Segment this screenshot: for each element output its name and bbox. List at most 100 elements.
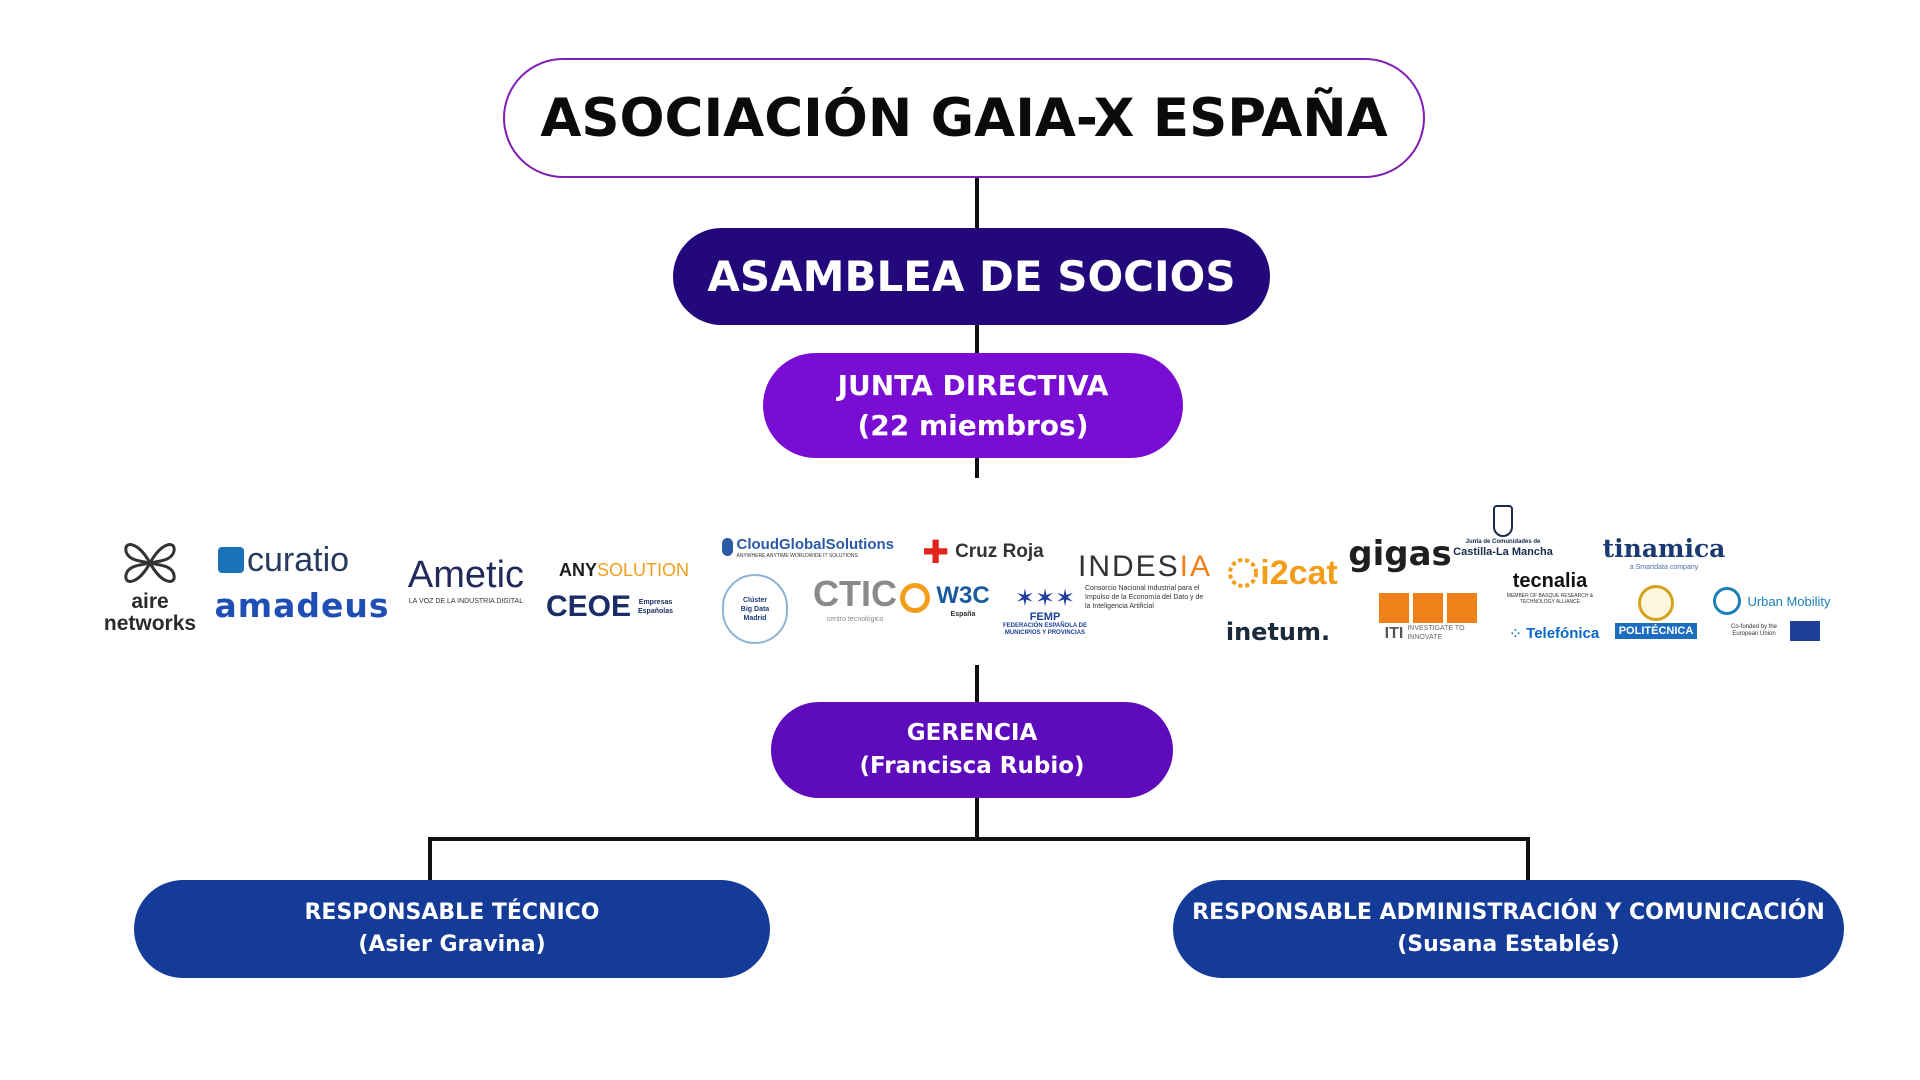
logo-tecnalia: tecnalia MEMBER OF BASQUE RESEARCH & TEC…: [1500, 562, 1600, 612]
logo-curatio: curatio: [218, 540, 370, 580]
assembly-node: ASAMBLEA DE SOCIOS: [673, 228, 1270, 325]
castilla-shield-icon: [1493, 504, 1513, 537]
ametic-tagline: LA VOZ DE LA INDUSTRIA DIGITAL: [408, 598, 524, 605]
bigdata-line2: Big Data: [740, 605, 770, 613]
org-title: ASOCIACIÓN GAIA-X ESPAÑA: [540, 87, 1388, 149]
aire-butterfly-icon: [124, 543, 176, 583]
logo-ctic: CTIC centro tecnológico: [800, 573, 910, 623]
iti-block: [1379, 593, 1409, 623]
ceoe-name: CEOE: [546, 590, 632, 623]
logo-amadeus: amadeus: [214, 585, 390, 625]
cloudglobal-tagline: ANYWHERE ANYTIME WORLDWIDE IT SOLUTIONS: [736, 552, 858, 559]
aire-line2: networks: [103, 612, 197, 635]
logo-bigdata-madrid: Clúster Big Data Madrid: [722, 574, 788, 644]
indesia-name: INDESIA: [1078, 550, 1212, 584]
cloud-icon: [722, 538, 733, 556]
admin-lead-title: RESPONSABLE ADMINISTRACIÓN Y COMUNICACIÓ…: [1192, 900, 1825, 925]
indesia-part1: INDES: [1077, 549, 1180, 583]
telefonica-dots-icon: ⁘: [1508, 623, 1523, 643]
iti-name: ITI: [1384, 625, 1404, 642]
technical-lead-node: RESPONSABLE TÉCNICO (Asier Gravina): [134, 880, 770, 978]
ctic-name: CTIC: [813, 572, 897, 614]
castilla-line1: Junta de Comunidades de: [1465, 538, 1541, 545]
castilla-line2: Castilla-La Mancha: [1453, 545, 1553, 558]
tinamica-name: tinamica: [1602, 534, 1726, 563]
politecnica-name: POLITÉCNICA: [1614, 623, 1698, 639]
telefonica-name: Telefónica: [1526, 624, 1600, 642]
admin-lead-node: RESPONSABLE ADMINISTRACIÓN Y COMUNICACIÓ…: [1173, 880, 1844, 978]
eu-flag-icon: [1790, 621, 1820, 641]
ctic-tagline: centro tecnológico: [826, 615, 884, 623]
curatio-name: curatio: [247, 540, 350, 579]
amadeus-name: amadeus: [214, 585, 390, 625]
logo-ceoe: CEOE Empresas Españolas: [546, 588, 676, 626]
logo-telefonica: ⁘ Telefónica: [1502, 620, 1606, 646]
management-person: (Francisca Rubio): [859, 753, 1085, 779]
logo-ametic: Ametic LA VOZ DE LA INDUSTRIA DIGITAL: [396, 540, 536, 620]
femp-tagline: FEDERACIÓN ESPAÑOLA DE MUNICIPIOS Y PROV…: [1002, 623, 1087, 636]
board-members-count: (22 miembros): [857, 408, 1089, 442]
management-title: GERENCIA: [906, 720, 1038, 746]
logo-aire-networks: aire networks: [90, 530, 210, 640]
logo-inetum: inetum.: [1210, 616, 1346, 648]
bigdata-line1: Clúster: [742, 596, 768, 604]
board-node: JUNTA DIRECTIVA (22 miembros): [763, 353, 1183, 458]
i2cat-name: i2cat: [1260, 553, 1338, 592]
assembly-label: ASAMBLEA DE SOCIOS: [707, 252, 1236, 301]
iti-tagline: INVESTIGATE TO INNOVATE: [1407, 625, 1465, 641]
iti-block: [1413, 593, 1443, 623]
admin-lead-person: (Susana Establés): [1397, 932, 1620, 957]
org-title-node: ASOCIACIÓN GAIA-X ESPAÑA: [503, 58, 1425, 178]
logo-anysolution: ANYSOLUTION: [546, 555, 702, 585]
technical-lead-person: (Asier Gravina): [358, 932, 546, 957]
university-seal-icon: [1638, 585, 1674, 621]
iti-blocks-icon: [1379, 593, 1477, 623]
anysolution-part1: ANY: [558, 559, 597, 580]
femp-name: FEMP: [1029, 611, 1061, 623]
logo-ctic-ring: [895, 580, 935, 616]
gigas-name: gigas: [1348, 534, 1452, 574]
eu-stars-icon: ✶✶✶: [1014, 584, 1076, 612]
iti-text: ITI INVESTIGATE TO INNOVATE: [1385, 623, 1472, 643]
inetum-name: inetum.: [1225, 618, 1331, 646]
cruz-roja-name: Cruz Roja: [955, 541, 1044, 562]
tecnalia-tagline: MEMBER OF BASQUE RESEARCH & TECHNOLOGY A…: [1506, 592, 1594, 605]
logo-w3c: W3C España: [936, 580, 990, 620]
tecnalia-name: tecnalia: [1512, 569, 1588, 592]
logo-politecnica: POLITÉCNICA: [1614, 582, 1698, 642]
logo-femp: ✶✶✶ FEMP FEDERACIÓN ESPAÑOLA DE MUNICIPI…: [1000, 576, 1090, 646]
logo-gigas: gigas: [1348, 532, 1452, 576]
board-title: JUNTA DIRECTIVA: [837, 368, 1109, 402]
i2cat-dots-icon: [1228, 558, 1259, 588]
eit-tagline: Co-funded by the European Union: [1730, 624, 1778, 637]
tinamica-tagline: a Smartdata company: [1629, 564, 1699, 571]
red-cross-icon: ✚: [922, 533, 950, 571]
logo-cloudglobal: CloudGlobalSolutions ANYWHERE ANYTIME WO…: [722, 532, 894, 562]
logo-i2cat: i2cat: [1222, 548, 1342, 598]
ametic-name: Ametic: [407, 554, 525, 596]
indesia-tagline: Consorcio Nacional Industrial para el Im…: [1085, 584, 1204, 610]
cloudglobal-name: CloudGlobalSolutions: [736, 535, 895, 553]
logo-tinamica: tinamica a Smartdata company: [1600, 533, 1728, 573]
curatio-mark-icon: [218, 547, 244, 573]
technical-lead-title: RESPONSABLE TÉCNICO: [304, 900, 600, 925]
iti-block: [1447, 593, 1477, 623]
logo-eit-urban-mobility: Urban Mobility Co-funded by the European…: [1712, 580, 1832, 648]
logo-indesia: INDESIA Consorcio Nacional Industrial pa…: [1078, 535, 1210, 625]
aire-line1: aire: [131, 590, 169, 613]
management-node: GERENCIA (Francisca Rubio): [771, 702, 1173, 798]
ceoe-tagline: Empresas Españolas: [638, 599, 674, 615]
w3c-name: W3C: [936, 581, 990, 609]
w3c-tagline: España: [950, 610, 976, 618]
logo-iti: ITI INVESTIGATE TO INNOVATE: [1372, 588, 1484, 648]
ring-icon: [900, 583, 930, 613]
logo-castilla-la-mancha: Junta de Comunidades de Castilla-La Manc…: [1452, 500, 1554, 562]
eit-eu-row: Co-funded by the European Union: [1724, 621, 1820, 641]
logo-cruz-roja: ✚ Cruz Roja: [918, 533, 1048, 571]
eit-row: Urban Mobility: [1713, 587, 1831, 615]
anysolution-part2: SOLUTION: [597, 559, 690, 580]
eit-mark-icon: [1713, 587, 1742, 615]
cloudglobal-text: CloudGlobalSolutions ANYWHERE ANYTIME WO…: [737, 536, 895, 559]
